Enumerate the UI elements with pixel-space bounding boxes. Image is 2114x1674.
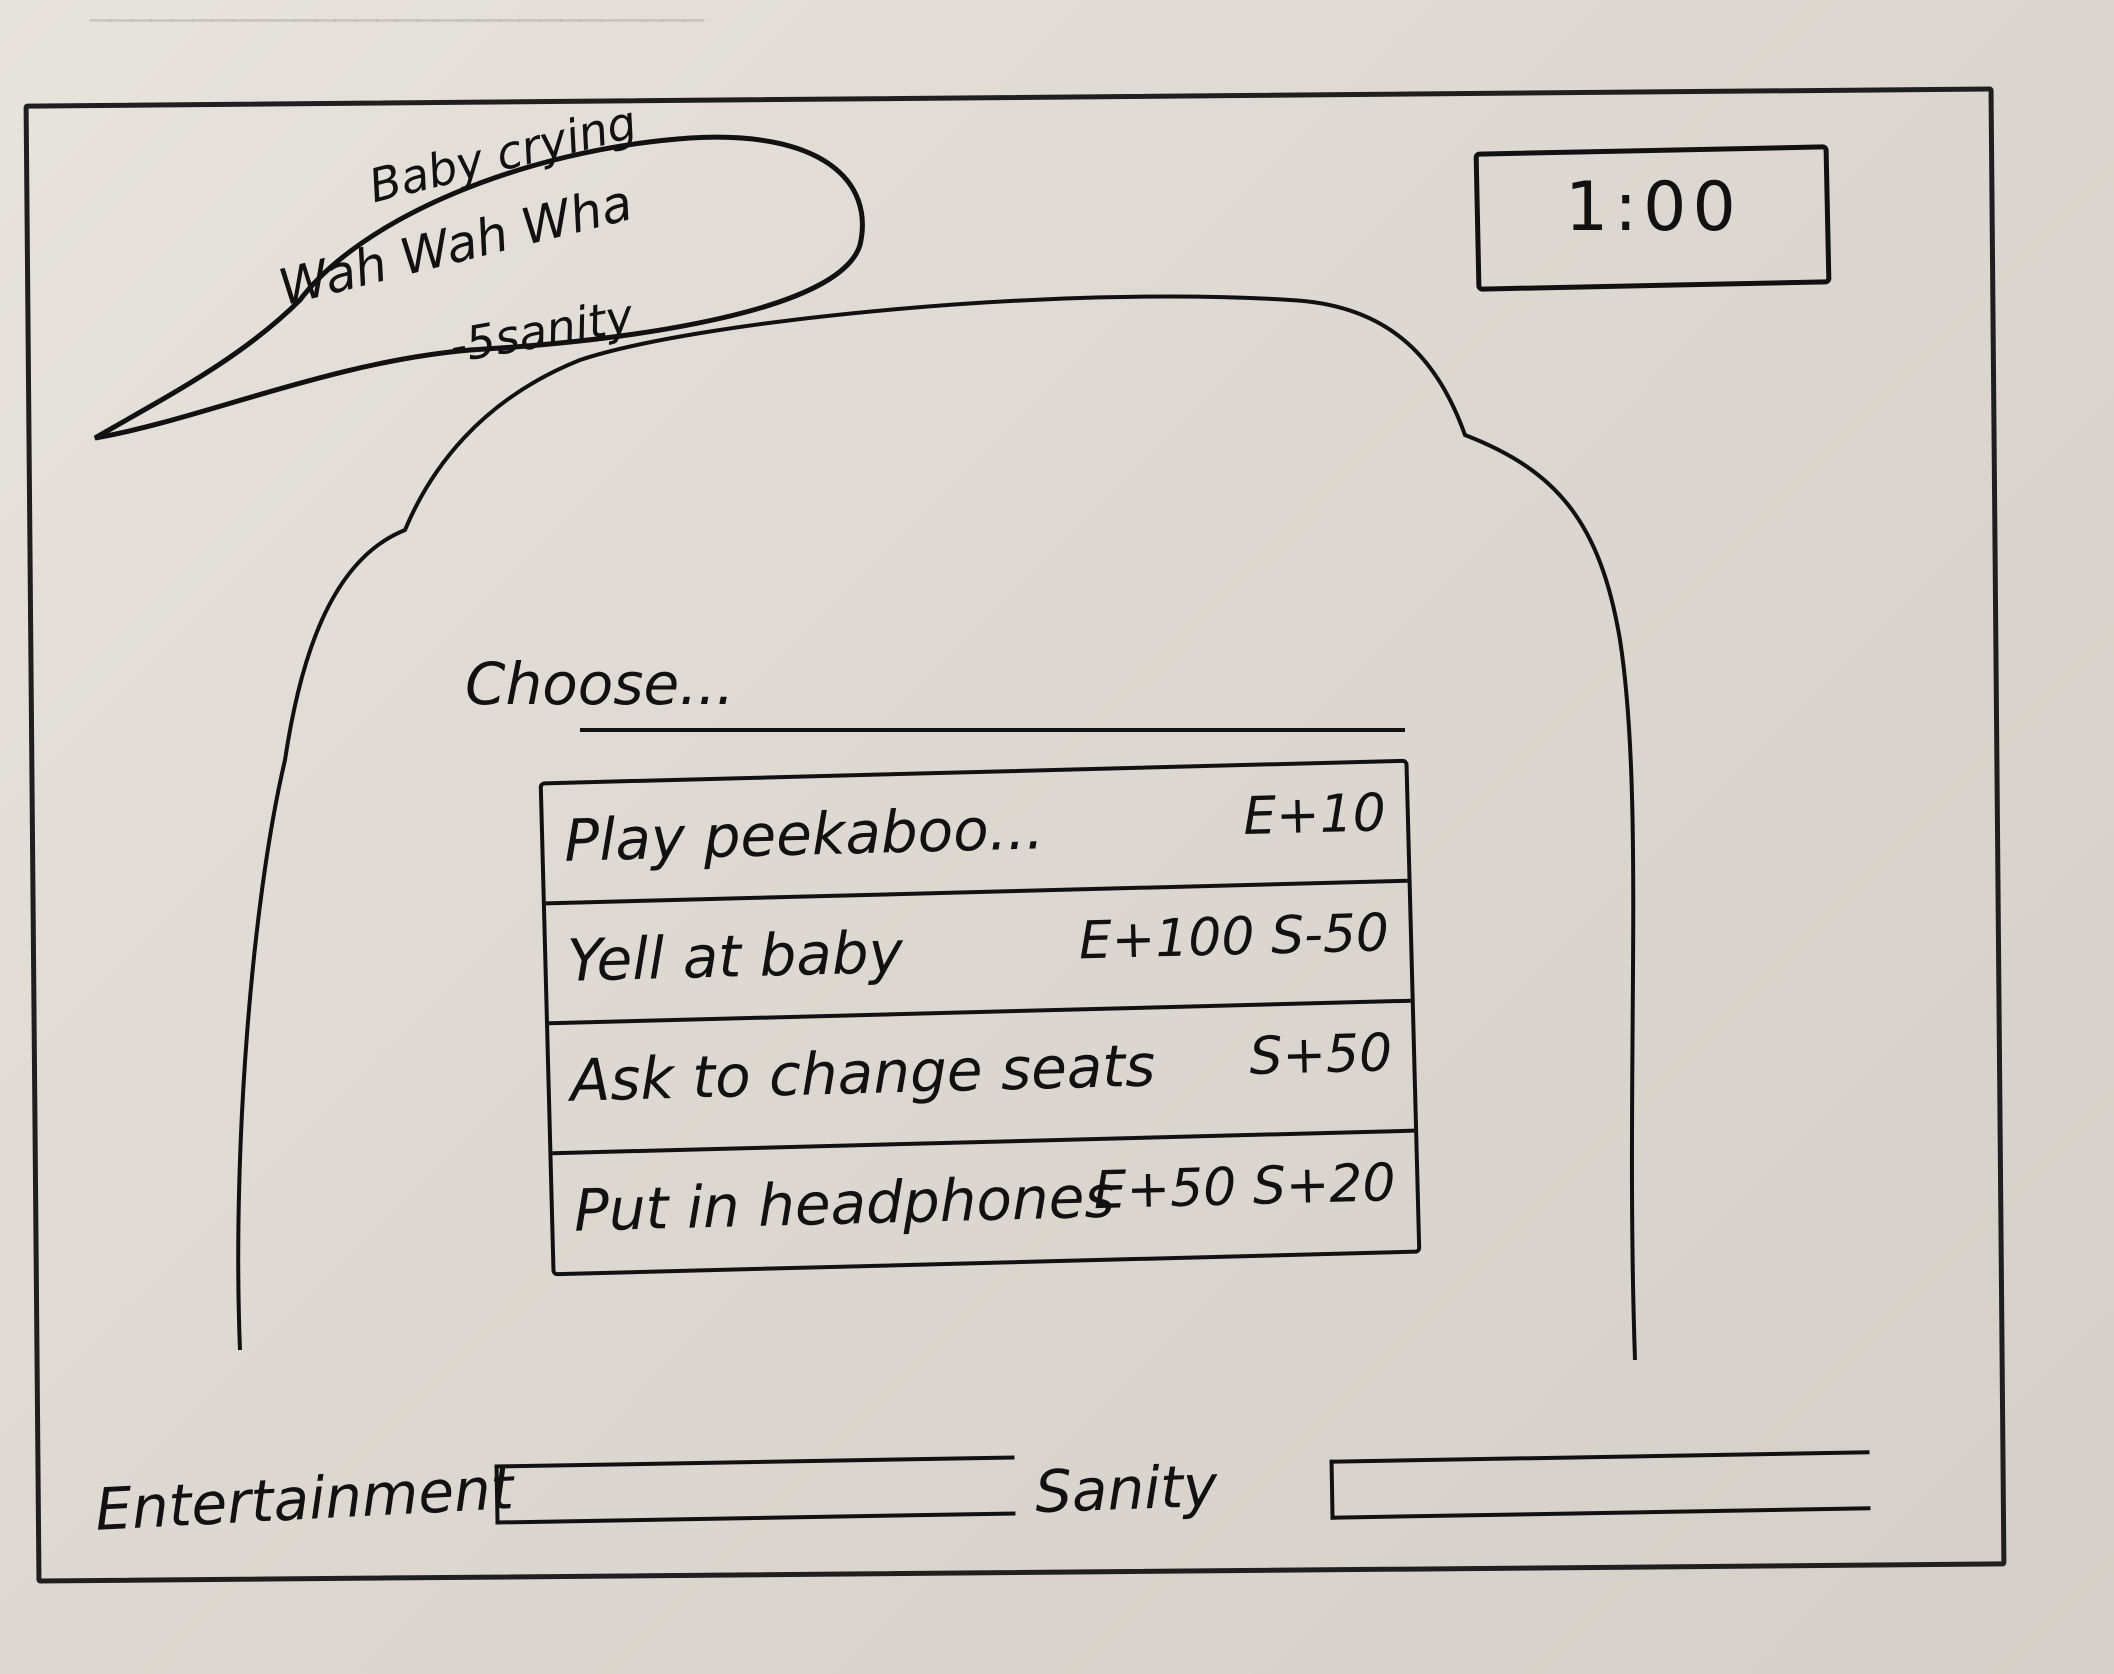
choice-prompt: Choose...	[465, 650, 735, 718]
option-label: Yell at baby	[566, 918, 904, 995]
sanity-bar	[1329, 1450, 1871, 1520]
option-play-peekaboo[interactable]: Play peekaboo... E+10	[542, 762, 1408, 906]
sanity-label: Sanity	[1033, 1451, 1219, 1527]
option-effect: E+100 S-50	[1078, 903, 1390, 972]
option-effect: E+10	[1242, 783, 1387, 848]
background-printed-text: ──────────────────────────────	[90, 1, 705, 41]
option-effect: E+50 S+20	[1092, 1153, 1397, 1222]
entertainment-bar	[494, 1455, 1016, 1525]
baby-silhouette-outline	[236, 294, 1637, 1361]
option-label: Put in headphones	[573, 1162, 1116, 1245]
option-label: Play peekaboo...	[563, 794, 1045, 875]
option-effect: S+50	[1248, 1023, 1393, 1087]
option-put-in-headphones[interactable]: Put in headphones E+50 S+20	[552, 1133, 1417, 1276]
choice-menu: Play peekaboo... E+10 Yell at baby E+100…	[538, 758, 1422, 1277]
option-change-seats[interactable]: Ask to change seats S+50	[549, 1002, 1415, 1156]
option-yell-at-baby[interactable]: Yell at baby E+100 S-50	[545, 882, 1411, 1026]
option-label: Ask to change seats	[569, 1031, 1157, 1115]
timer-display: 1:00	[1565, 168, 1742, 247]
speech-bubble-outline	[93, 134, 865, 441]
